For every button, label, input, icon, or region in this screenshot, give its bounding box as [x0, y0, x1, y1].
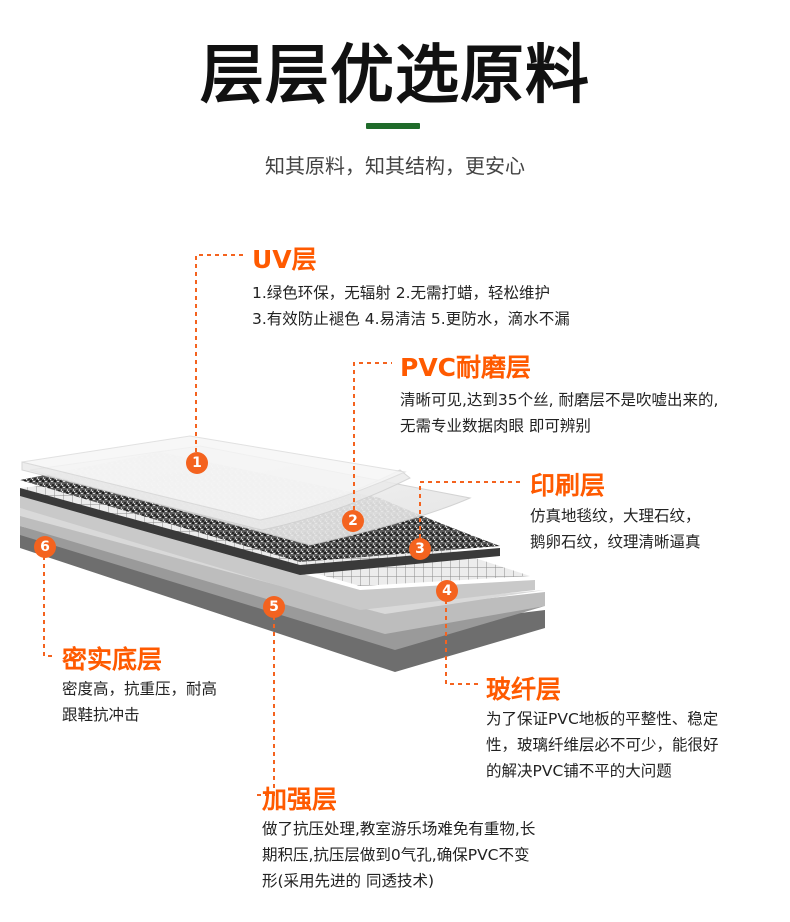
layer-6-title: 密实底层 [62, 645, 163, 674]
badge-2: 2 [342, 510, 364, 532]
layer-5-desc-line: 期积压,抗压层做到0气孔,确保PVC不变 [262, 846, 530, 864]
badge-3: 3 [409, 538, 431, 560]
layer-1-desc-line: 1.绿色环保，无辐射 2.无需打蜡，轻松维护 [252, 284, 551, 302]
layer-1-title: UV层 [252, 245, 317, 274]
layer-1-shape [21, 435, 407, 521]
badge-1: 1 [186, 452, 208, 474]
layer-3-title: 印刷层 [530, 471, 606, 500]
page-title: 层层优选原料 [200, 39, 590, 113]
layer-4-title: 玻纤层 [486, 675, 562, 704]
layer-6-desc-line: 跟鞋抗冲击 [62, 706, 140, 724]
layer-6-desc: 密度高，抗重压，耐高 跟鞋抗冲击 [62, 676, 262, 728]
layer-2-desc-line: 无需专业数据肉眼 即可辨别 [400, 417, 591, 435]
layer-4-desc-line: 为了保证PVC地板的平整性、稳定 [486, 710, 719, 728]
badge-5: 5 [263, 596, 285, 618]
layer-2-title: PVC耐磨层 [400, 353, 532, 382]
layer-1-desc: 1.绿色环保，无辐射 2.无需打蜡，轻松维护 3.有效防止褪色 4.易清洁 5.… [252, 280, 672, 332]
leader-6 [43, 556, 54, 657]
leader-1 [195, 254, 246, 452]
layer-2-desc-line: 清晰可见,达到35个丝, 耐磨层不是吹嘘出来的, [400, 391, 719, 409]
layer-4-desc: 为了保证PVC地板的平整性、稳定 性，玻璃纤维层必不可少，能很好 的解决PVC铺… [486, 706, 776, 784]
page-subtitle: 知其原料，知其结构，更安心 [265, 154, 525, 178]
leader-5 [254, 616, 275, 796]
layer-5-title: 加强层 [262, 785, 338, 814]
layer-3-desc: 仿真地毯纹，大理石纹， 鹅卵石纹，纹理清晰逼真 [530, 503, 780, 555]
layer-3-desc-line: 鹅卵石纹，纹理清晰逼真 [530, 533, 701, 551]
badge-4: 4 [436, 580, 458, 602]
layer-4-desc-line: 的解决PVC铺不平的大问题 [486, 762, 672, 780]
leader-3 [419, 481, 522, 538]
layer-5-desc: 做了抗压处理,教室游乐场难免有重物,长 期积压,抗压层做到0气孔,确保PVC不变… [262, 816, 582, 894]
layer-3-side [20, 488, 500, 575]
layer-5-desc-line: 形(采用先进的 同透技术) [262, 872, 435, 890]
layer-3-desc-line: 仿真地毯纹，大理石纹， [530, 507, 701, 525]
title-underline [366, 123, 420, 129]
layer-2-desc: 清晰可见,达到35个丝, 耐磨层不是吹嘘出来的, 无需专业数据肉眼 即可辨别 [400, 387, 785, 439]
leader-4 [445, 600, 478, 685]
leader-2 [353, 362, 392, 510]
layer-4-desc-line: 性，玻璃纤维层必不可少，能很好 [486, 736, 719, 754]
layer-1-desc-line: 3.有效防止褪色 4.易清洁 5.更防水，滴水不漏 [252, 310, 570, 328]
layer-6-desc-line: 密度高，抗重压，耐高 [62, 680, 218, 698]
layer-5-desc-line: 做了抗压处理,教室游乐场难免有重物,长 [262, 820, 536, 838]
badge-6: 6 [34, 536, 56, 558]
